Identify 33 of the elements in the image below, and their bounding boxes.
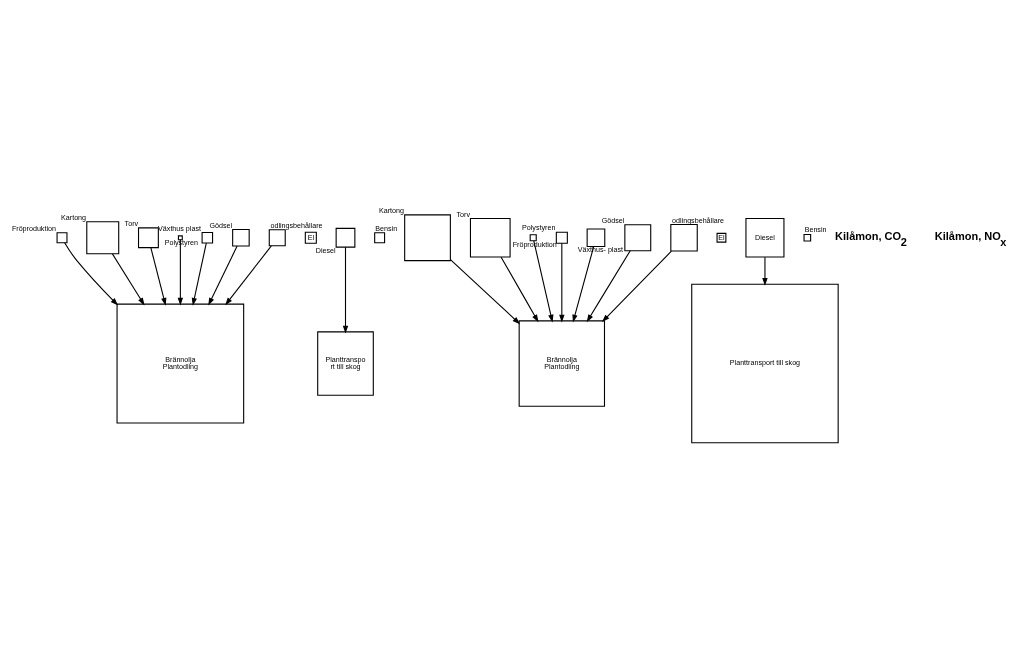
node-box: [177, 234, 183, 240]
arrow: [177, 238, 184, 306]
arrow: [559, 242, 565, 322]
node-box: [404, 213, 451, 261]
node-box: [586, 227, 606, 247]
arrow: [601, 250, 672, 322]
arrow: [342, 246, 349, 333]
arrow: [572, 245, 595, 322]
node-box: [335, 227, 356, 248]
node-box: [86, 220, 120, 254]
node-box: [555, 231, 568, 244]
node-box: [529, 233, 537, 241]
arrow: [762, 256, 768, 286]
arrow: [111, 252, 145, 305]
arrow: [586, 249, 631, 322]
arrow: [208, 245, 238, 306]
node-box: [670, 223, 698, 251]
node-box: [803, 233, 812, 242]
node-box: [138, 226, 159, 248]
arrow: [191, 242, 207, 306]
node-box: [201, 231, 214, 244]
node-box: [469, 217, 511, 258]
arrow: [150, 246, 167, 306]
arrow: [64, 241, 119, 305]
node-box: [268, 228, 286, 246]
arrow: [533, 239, 554, 322]
arrow: [225, 244, 272, 305]
node-box: [624, 223, 652, 251]
arrow: [500, 256, 539, 322]
node-box: [56, 231, 68, 243]
node-box: [232, 228, 250, 247]
arrow: [449, 258, 521, 324]
node-box: [374, 231, 386, 243]
